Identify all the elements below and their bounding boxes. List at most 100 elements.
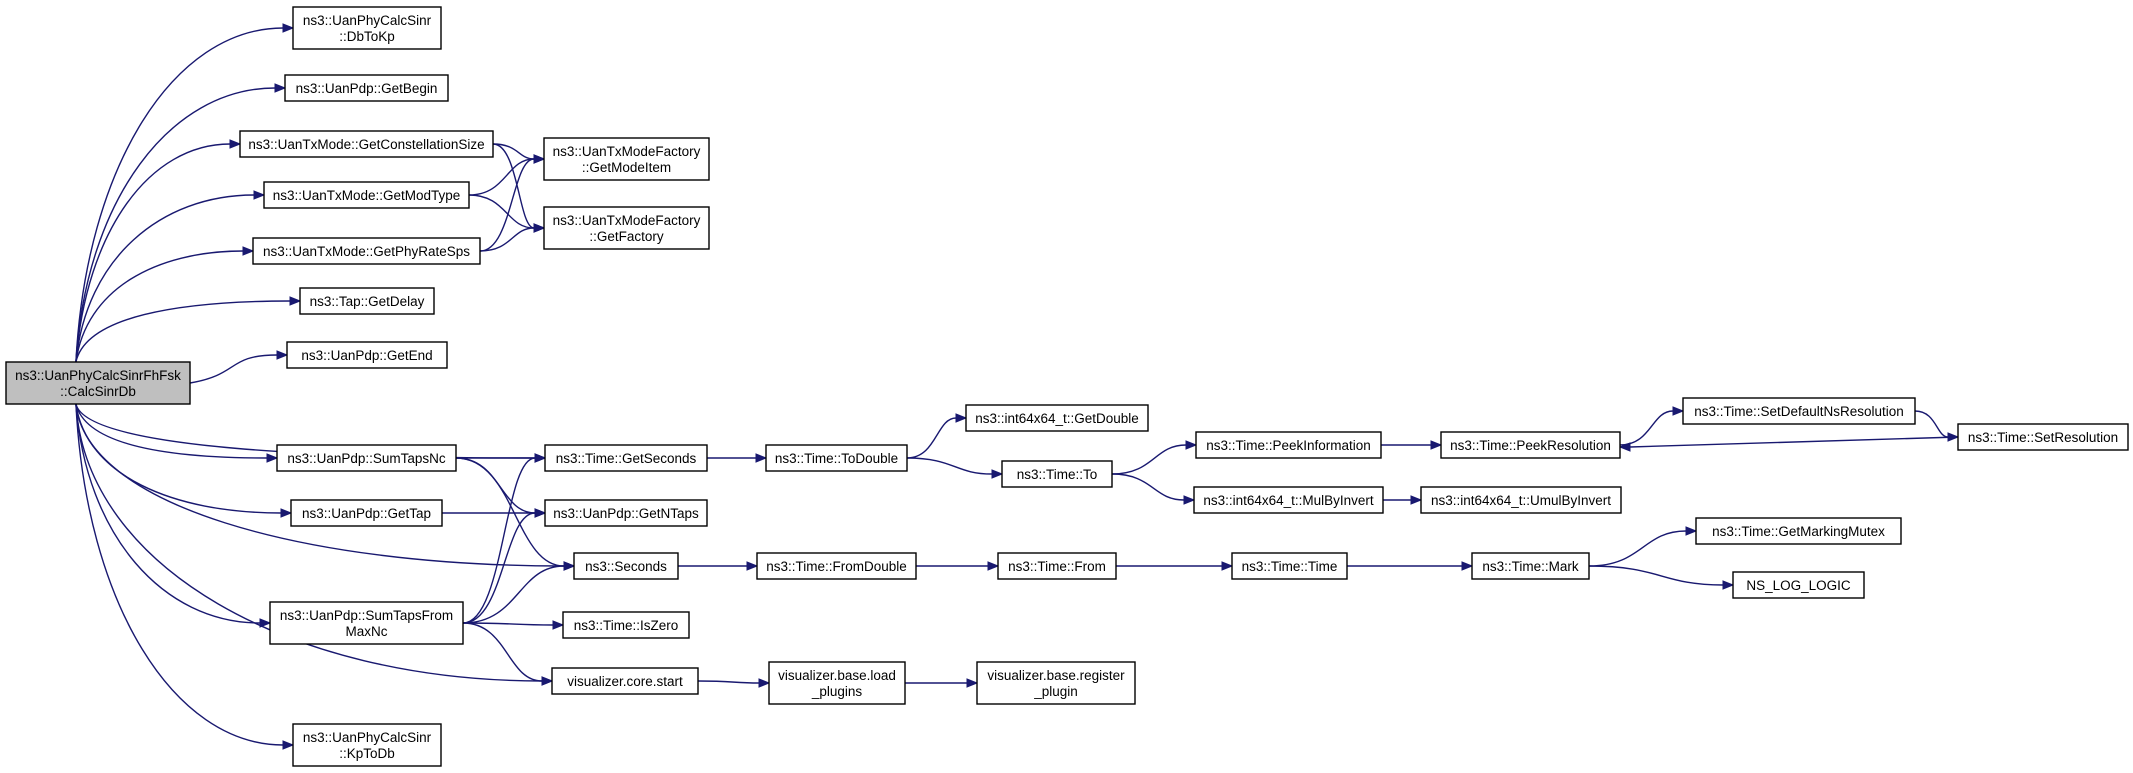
node-get-begin[interactable]: ns3::UanPdp::GetBegin [284, 74, 449, 102]
node-label: ns3::UanPdp::SumTapsFrom [280, 608, 453, 623]
edge-calc_sinr_db-to-sum_taps_nc [75, 403, 268, 459]
node-get-mod-type[interactable]: ns3::UanTxMode::GetModType [263, 181, 470, 209]
arrowhead-calc_sinr_db-to-sum_taps_from_max_nc [259, 618, 272, 628]
edge-time_mark-to-get_marking_mutex [1588, 530, 1687, 567]
node-box [290, 499, 443, 527]
node-box [573, 552, 679, 580]
node-get-mode-item[interactable]: ns3::UanTxModeFactory::GetModeItem [543, 137, 710, 181]
edge-to_double-to-get_double [906, 417, 957, 459]
node-kp-to-db[interactable]: ns3::UanPhyCalcSinr::KpToDb [292, 723, 442, 767]
arrowhead-calc_sinr_db-to-get_tap [280, 508, 293, 518]
node-box [544, 444, 708, 472]
arrowhead-from_double-to-time_from [987, 561, 1000, 571]
node-get-tap[interactable]: ns3::UanPdp::GetTap [290, 499, 443, 527]
node-calc-sinr-db[interactable]: ns3::UanPhyCalcSinrFhFsk::CalcSinrDb [5, 361, 191, 405]
edge-get_constellation_size-to-get_factory [492, 143, 535, 229]
edge-calc_sinr_db-to-sum_taps_from_max_nc [75, 403, 261, 624]
node-mul-by-invert[interactable]: ns3::int64x64_t::MulByInvert [1193, 486, 1384, 514]
node-label: MaxNc [345, 624, 387, 639]
node-db-to-kp[interactable]: ns3::UanPhyCalcSinr::DbToKp [292, 6, 442, 50]
edge-set_resolution-to-peek_resolution [1629, 436, 1959, 448]
node-box [562, 611, 690, 639]
node-label: ns3::UanPdp::SumTapsNc [287, 451, 446, 466]
node-time-time[interactable]: ns3::Time::Time [1231, 552, 1348, 580]
node-label: ns3::Time::FromDouble [766, 559, 907, 574]
edge-calc_sinr_db-to-seconds [75, 403, 565, 567]
node-time-from[interactable]: ns3::Time::From [997, 552, 1117, 580]
node-label: ns3::UanPhyCalcSinr [303, 730, 432, 745]
node-set-default-ns-resolution[interactable]: ns3::Time::SetDefaultNsResolution [1682, 397, 1916, 425]
node-label: ns3::int64x64_t::UmulByInvert [1431, 493, 1611, 508]
node-get-double[interactable]: ns3::int64x64_t::GetDouble [965, 404, 1149, 432]
node-peek-information[interactable]: ns3::Time::PeekInformation [1195, 431, 1382, 459]
node-box [976, 661, 1136, 705]
node-get-constellation-size[interactable]: ns3::UanTxMode::GetConstellationSize [239, 130, 494, 158]
node-box [1231, 552, 1348, 580]
node-ns-log-logic[interactable]: NS_LOG_LOGIC [1732, 571, 1865, 599]
node-label: visualizer.core.start [567, 674, 683, 689]
arrowhead-calc_sinr_db-to-get_constellation_size [229, 139, 242, 149]
nodes-layer: ns3::UanPhyCalcSinrFhFsk::CalcSinrDbns3:… [5, 6, 2129, 767]
node-from-double[interactable]: ns3::Time::FromDouble [756, 552, 917, 580]
edge-calc_sinr_db-to-get_begin [75, 87, 276, 363]
node-get-seconds[interactable]: ns3::Time::GetSeconds [544, 444, 708, 472]
node-get-n-taps[interactable]: ns3::UanPdp::GetNTaps [544, 499, 708, 527]
edge-sum_taps_from_max_nc-to-get_n_taps [462, 512, 536, 624]
node-label: ns3::Time::To [1017, 467, 1098, 482]
arrowhead-time_to-to-mul_by_invert [1183, 495, 1196, 505]
arrowhead-time_from-to-time_time [1221, 561, 1234, 571]
node-box [1001, 460, 1113, 488]
node-box [284, 74, 449, 102]
edge-core_start-to-load_plugins [697, 680, 760, 684]
edge-sum_taps_from_max_nc-to-core_start [462, 622, 543, 682]
node-sum-taps-nc[interactable]: ns3::UanPdp::SumTapsNc [276, 444, 457, 472]
arrowhead-calc_sinr_db-to-get_begin [274, 83, 287, 93]
node-box [1682, 397, 1916, 425]
node-label: ns3::Time::GetMarkingMutex [1712, 524, 1885, 539]
node-register-plugin[interactable]: visualizer.base.register_plugin [976, 661, 1136, 705]
node-umul-by-invert[interactable]: ns3::int64x64_t::UmulByInvert [1420, 486, 1622, 514]
arrowhead-time_time-to-time_mark [1461, 561, 1474, 571]
node-label: ns3::UanPdp::GetNTaps [553, 506, 699, 521]
arrowhead-peek_information-to-peek_resolution [1430, 440, 1443, 450]
node-get-marking-mutex[interactable]: ns3::Time::GetMarkingMutex [1695, 517, 1902, 545]
node-load-plugins[interactable]: visualizer.base.load_plugins [768, 661, 906, 705]
edge-calc_sinr_db-to-kp_to_db [75, 403, 284, 746]
node-label: ns3::UanTxModeFactory [553, 144, 701, 159]
node-box [292, 723, 442, 767]
node-get-phy-rate-sps[interactable]: ns3::UanTxMode::GetPhyRateSps [252, 237, 481, 265]
edge-get_phy_rate_sps-to-get_factory [479, 227, 535, 252]
node-seconds[interactable]: ns3::Seconds [573, 552, 679, 580]
arrowhead-to_double-to-time_to [991, 469, 1004, 479]
arrowhead-get_phy_rate_sps-to-get_mode_item [533, 154, 546, 164]
node-get-end[interactable]: ns3::UanPdp::GetEnd [286, 341, 448, 369]
node-box [269, 601, 464, 645]
edge-calc_sinr_db-to-tap_get_delay [75, 300, 291, 363]
edge-get_phy_rate_sps-to-get_mode_item [479, 158, 535, 252]
node-box [239, 130, 494, 158]
node-box [1440, 431, 1621, 459]
node-box [997, 552, 1117, 580]
edge-calc_sinr_db-to-get_phy_rate_sps [75, 250, 244, 363]
edge-sum_taps_nc-to-get_n_taps [455, 457, 536, 514]
node-label: ns3::UanTxModeFactory [553, 213, 701, 228]
node-box [1193, 486, 1384, 514]
edge-time_mark-to-ns_log_logic [1588, 565, 1724, 586]
arrowhead-calc_sinr_db-to-tap_get_delay [289, 296, 302, 306]
node-set-resolution[interactable]: ns3::Time::SetResolution [1957, 423, 2129, 451]
node-peek-resolution[interactable]: ns3::Time::PeekResolution [1440, 431, 1621, 459]
node-box [1732, 571, 1865, 599]
arrowhead-peek_resolution-to-set_default_ns_resolution [1672, 406, 1685, 416]
node-to-double[interactable]: ns3::Time::ToDouble [765, 444, 908, 472]
node-box [1695, 517, 1902, 545]
node-core-start[interactable]: visualizer.core.start [551, 667, 699, 695]
node-box [5, 361, 191, 405]
node-get-factory[interactable]: ns3::UanTxModeFactory::GetFactory [543, 206, 710, 250]
node-label: ns3::Time::GetSeconds [556, 451, 697, 466]
node-tap-get-delay[interactable]: ns3::Tap::GetDelay [299, 287, 435, 315]
node-time-to[interactable]: ns3::Time::To [1001, 460, 1113, 488]
node-time-mark[interactable]: ns3::Time::Mark [1471, 552, 1590, 580]
node-label: NS_LOG_LOGIC [1746, 578, 1851, 593]
node-is-zero[interactable]: ns3::Time::IsZero [562, 611, 690, 639]
